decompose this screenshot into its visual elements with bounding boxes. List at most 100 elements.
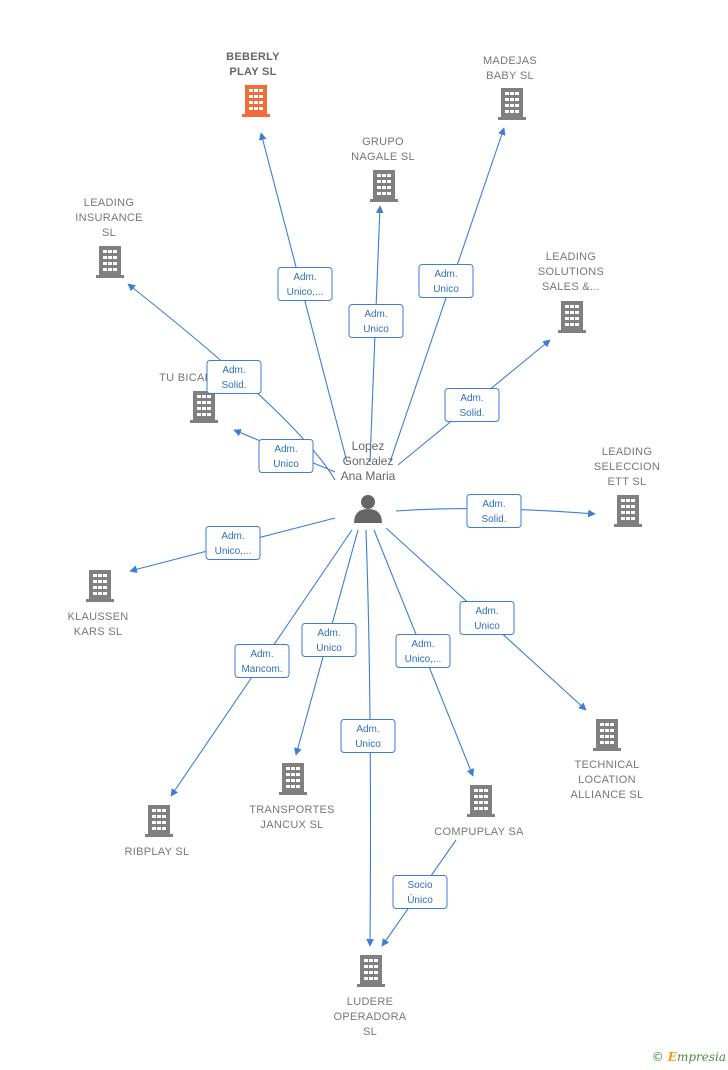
company-name: GRUPO <box>362 136 404 148</box>
company-name: RIBPLAY SL <box>125 846 190 858</box>
company-node-tu-bicad[interactable]: TU BICAD <box>159 372 218 423</box>
company-name: BABY SL <box>486 70 534 82</box>
company-name: LEADING <box>602 446 652 458</box>
relation-label-box <box>444 388 500 422</box>
building-icon <box>242 85 270 117</box>
company-name: JANCUX SL <box>260 819 323 831</box>
relation-label-text: Socio <box>407 880 432 891</box>
relation-label-text: Unico <box>316 643 342 654</box>
building-icon <box>279 763 307 795</box>
relation-label-text: Adm. <box>250 649 273 660</box>
relation-label-text: Unico <box>355 739 381 750</box>
relation-label-leading-insurance[interactable]: Adm.Solid. <box>206 360 262 394</box>
company-name: TECHNICAL <box>574 759 639 771</box>
relation-label-madejas[interactable]: Adm.Unico <box>418 264 474 298</box>
relation-label-beberly[interactable]: Adm. Unico,... <box>277 267 333 301</box>
relation-label-box <box>418 264 474 298</box>
relation-label-klaussen[interactable]: Adm.Unico,... <box>205 526 261 560</box>
relation-label-text: Unico <box>433 284 459 295</box>
company-node-klaussen[interactable]: KLAUSSEN KARS SL <box>67 570 128 638</box>
relation-label-transportes[interactable]: Adm. Unico <box>301 623 357 657</box>
relation-label-text: Adm. <box>356 724 379 735</box>
building-icon <box>593 719 621 751</box>
building-icon <box>86 570 114 602</box>
relation-label-ludere[interactable]: Adm. Unico <box>340 719 396 753</box>
company-name: LEADING <box>546 251 596 263</box>
person-icon <box>354 495 382 523</box>
company-name: OPERADORA <box>334 1011 407 1023</box>
relation-label-text: Adm. <box>475 606 498 617</box>
relation-label-text: Adm. <box>411 639 434 650</box>
relation-label-leading-seleccion[interactable]: Adm. Solid. <box>466 494 522 528</box>
building-icon <box>467 785 495 817</box>
empresia-logo: ©Empresia <box>652 1050 726 1064</box>
relation-label-text: Solid. <box>481 514 506 525</box>
relation-label-text: Adm. <box>482 499 505 510</box>
company-node-transportes[interactable]: TRANSPORTES JANCUX SL <box>249 763 335 831</box>
building-icon <box>357 955 385 987</box>
building-icon <box>614 495 642 527</box>
relation-label-compuplay[interactable]: Adm.Unico,... <box>395 634 451 668</box>
person-name: Lopez <box>352 439 385 453</box>
company-name: ETT SL <box>608 476 647 488</box>
company-name: NAGALE SL <box>351 151 415 163</box>
relation-label-box <box>459 601 515 635</box>
company-name: SL <box>363 1026 377 1038</box>
company-name: KARS SL <box>74 626 123 638</box>
relation-label-tu-bicad[interactable]: Adm.Unico <box>258 439 314 473</box>
relation-label-text: Adm. <box>317 628 340 639</box>
company-name: PLAY SL <box>229 66 276 78</box>
relation-label-leading-solutions[interactable]: Adm.Solid. <box>444 388 500 422</box>
relation-line-leading-insurance <box>127 283 336 481</box>
company-name: TU BICAD <box>159 372 213 384</box>
relation-label-text: Solid. <box>459 408 484 419</box>
relation-label-box <box>234 644 290 678</box>
brand-name: mpresia <box>676 1050 726 1064</box>
relation-label-text: Único <box>407 893 433 906</box>
company-node-compuplay[interactable]: COMPUPLAY SA <box>434 785 524 838</box>
relation-label-technical[interactable]: Adm. Unico <box>459 601 515 635</box>
company-name: SL <box>102 227 116 239</box>
building-icon <box>96 246 124 278</box>
relation-label-box <box>392 875 448 909</box>
relation-label-box <box>395 634 451 668</box>
relation-label-text: Adm. <box>274 444 297 455</box>
company-name: SOLUTIONS <box>538 266 604 278</box>
relation-label-box <box>258 439 314 473</box>
company-name: SELECCION <box>594 461 660 473</box>
company-node-madejas[interactable]: MADEJAS BABY SL <box>483 55 537 120</box>
company-name: TRANSPORTES <box>249 804 335 816</box>
relation-label-grupo-nagale[interactable]: Adm.Unico <box>348 304 404 338</box>
relation-label-text: Unico,... <box>287 287 324 298</box>
company-node-ribplay[interactable]: RIBPLAY SL <box>125 805 190 858</box>
relation-label-box <box>205 526 261 560</box>
company-node-beberly[interactable]: BEBERLY PLAY SL <box>226 51 280 117</box>
relation-label-text: Unico <box>474 621 500 632</box>
company-node-grupo-nagale[interactable]: GRUPO NAGALE SL <box>351 136 415 202</box>
company-name: KLAUSSEN <box>67 611 128 623</box>
company-name: MADEJAS <box>483 55 537 67</box>
relation-label-text: Unico,... <box>215 546 252 557</box>
company-name: BEBERLY <box>226 51 280 63</box>
company-name: COMPUPLAY SA <box>434 826 524 838</box>
person-name: Ana Maria <box>341 469 396 483</box>
copyright-symbol: © <box>651 1050 664 1064</box>
company-node-leading-seleccion[interactable]: LEADING SELECCION ETT SL <box>594 446 660 527</box>
company-name: INSURANCE <box>75 212 143 224</box>
building-icon <box>498 88 526 120</box>
relation-label-box <box>277 267 333 301</box>
building-icon <box>370 170 398 202</box>
relation-label-text: Unico <box>363 324 389 335</box>
relation-label-text: Adm. <box>293 272 316 283</box>
relation-label-ribplay[interactable]: Adm.Mancom. <box>234 644 290 678</box>
relation-label-box <box>301 623 357 657</box>
relation-label-text: Solid. <box>221 380 246 391</box>
relation-label-box <box>206 360 262 394</box>
